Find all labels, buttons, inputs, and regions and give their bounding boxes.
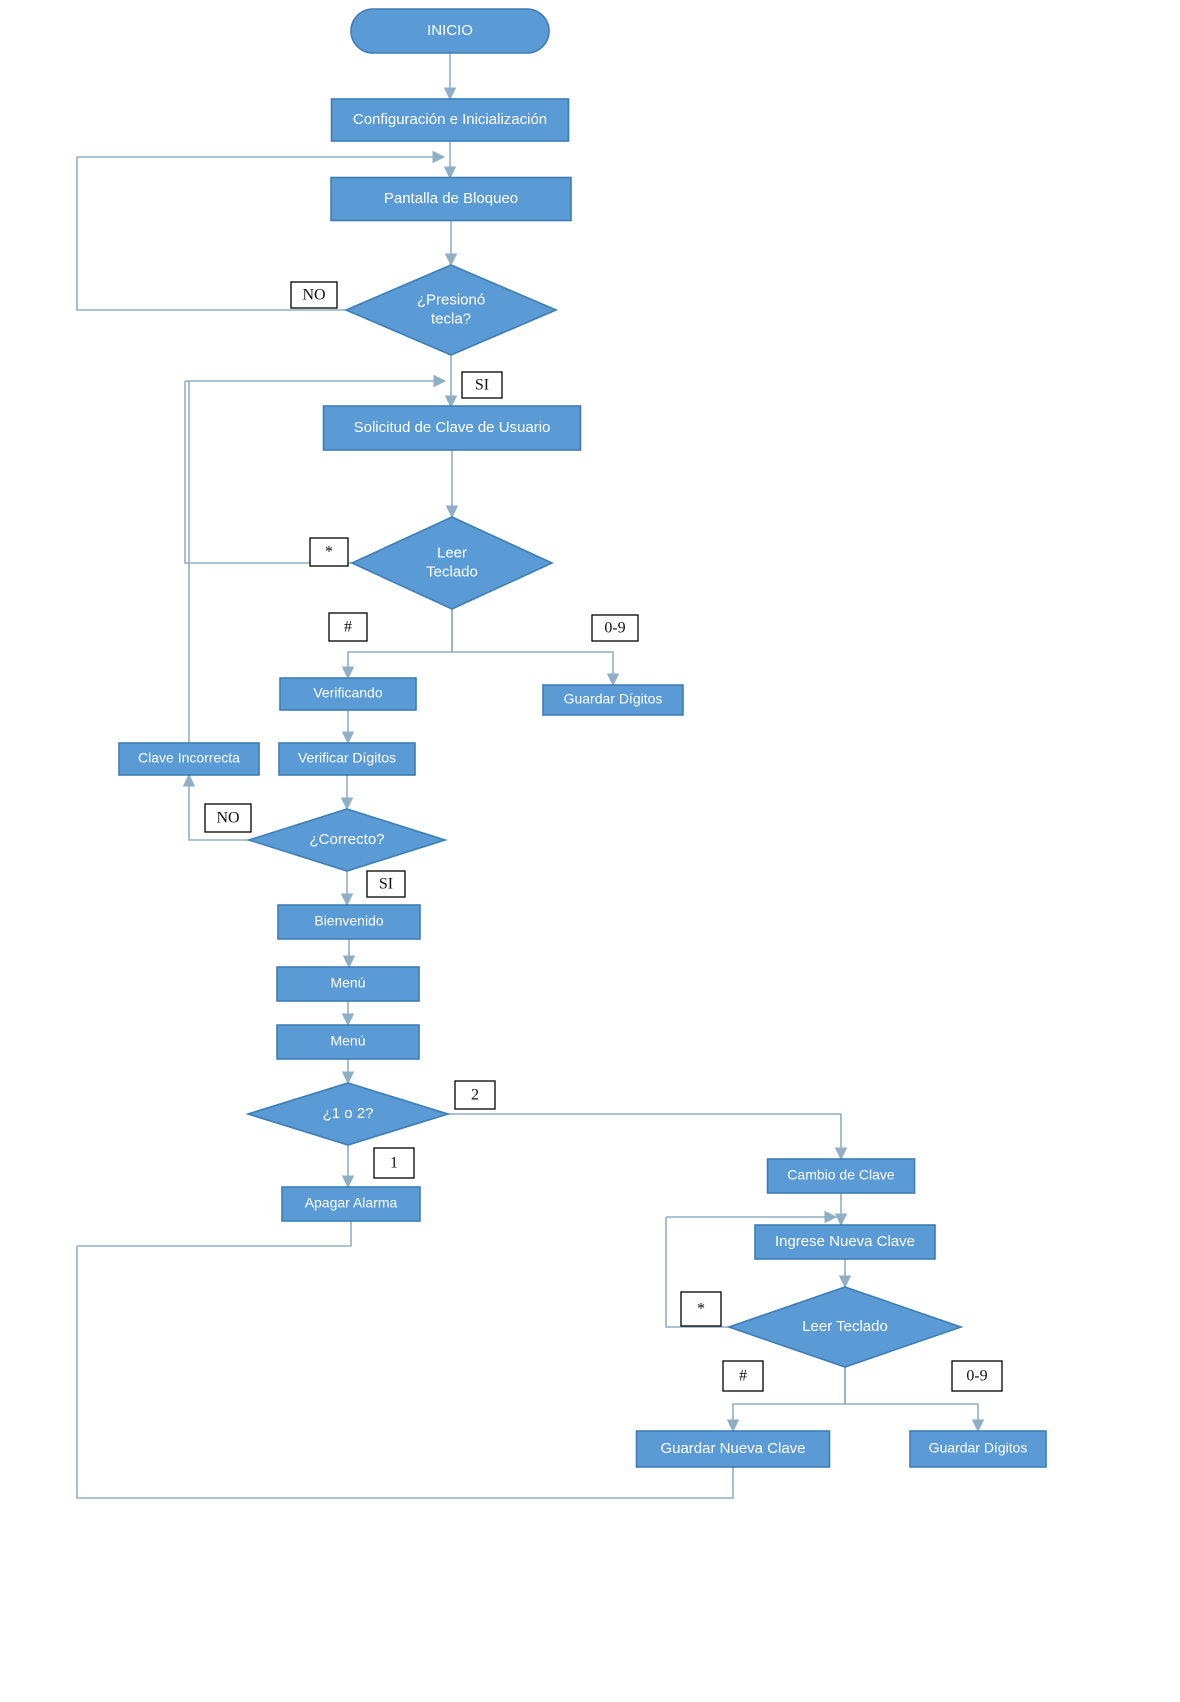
edge-label-hash-2: # (722, 1360, 764, 1392)
process-shape (542, 684, 684, 716)
edge-uno-o-dos-2 (448, 1113, 848, 1161)
node-verificar_digitos[interactable]: Verificar Dígitos (278, 742, 416, 776)
edge-label-opcion-1: 1 (373, 1147, 415, 1179)
edge-correcto-no (182, 773, 249, 841)
node-menu1[interactable]: Menú (276, 966, 420, 1002)
edges-layer (76, 53, 985, 1499)
edge-label-cero-nueve-1: 0-9 (591, 614, 639, 642)
node-solicitud[interactable]: Solicitud de Clave de Usuario (322, 405, 582, 451)
edge-leer1-digitos (451, 609, 620, 687)
edge-label-box (461, 371, 503, 399)
process-shape (277, 904, 421, 940)
edge-label-box (328, 612, 368, 642)
edge-label-cero-nueve-2: 0-9 (951, 1360, 1003, 1392)
process-shape (276, 966, 420, 1002)
process-shape (330, 98, 570, 142)
process-shape (278, 742, 416, 776)
node-bienvenido[interactable]: Bienvenido (277, 904, 421, 940)
node-menu2[interactable]: Menú (276, 1024, 420, 1060)
process-shape (322, 405, 582, 451)
process-shape (281, 1186, 421, 1222)
edge-label-box (951, 1360, 1003, 1392)
process-shape (909, 1430, 1047, 1468)
edge-label-asterisco-1: * (309, 537, 349, 567)
process-shape (766, 1158, 916, 1194)
node-pantalla[interactable]: Pantalla de Bloqueo (330, 176, 572, 222)
edge-label-opcion-2: 2 (454, 1080, 496, 1110)
edge-leer2-asterisco (665, 1217, 729, 1328)
edge-label-box (373, 1147, 415, 1179)
nodes-layer: INICIO Configuración e InicializaciónPant… (118, 8, 1047, 1468)
edge-label-si-presiono: SI (461, 371, 503, 399)
node-apagar_alarma[interactable]: Apagar Alarma (281, 1186, 421, 1222)
edge-label-hash-1: # (328, 612, 368, 642)
process-shape (279, 677, 417, 711)
node-guardar_dig_2[interactable]: Guardar Dígitos (909, 1430, 1047, 1468)
edge-label-no-correcto: NO (204, 803, 252, 833)
process-shape (330, 176, 572, 222)
node-config[interactable]: Configuración e Inicialización (330, 98, 570, 142)
node-correcto[interactable]: ¿Correcto? (246, 808, 448, 872)
process-shape (754, 1224, 936, 1260)
edge-label-si-correcto: SI (366, 870, 406, 898)
decision-shape (726, 1286, 964, 1368)
edge-label-no-presiono: NO (290, 281, 338, 309)
edge-label-box (591, 614, 639, 642)
node-uno_o_dos[interactable]: ¿1 o 2? (245, 1082, 451, 1146)
node-guardar_dig_1[interactable]: Guardar Dígitos (542, 684, 684, 716)
process-shape (635, 1430, 831, 1468)
node-verificando[interactable]: Verificando (279, 677, 417, 711)
edge-label-asterisco-2: * (680, 1291, 722, 1327)
edge-guardar-nueva-return (76, 1246, 734, 1499)
node-guardar_nueva[interactable]: Guardar Nueva Clave (635, 1430, 831, 1468)
edge-label-box (366, 870, 406, 898)
edge-presiono-no (76, 157, 346, 311)
process-shape (276, 1024, 420, 1060)
node-ingrese_nueva[interactable]: Ingrese Nueva Clave (754, 1224, 936, 1260)
node-cambio_clave[interactable]: Cambio de Clave (766, 1158, 916, 1194)
node-clave_incorrecta[interactable]: Clave Incorrecta (118, 742, 260, 776)
edge-label-box (309, 537, 349, 567)
edge-label-box (680, 1291, 722, 1327)
decision-shape (350, 516, 554, 610)
decision-shape (343, 264, 559, 356)
edge-label-box (204, 803, 252, 833)
edge-leer2-digitos (844, 1367, 985, 1433)
edge-label-box (290, 281, 338, 309)
edge-leer1-asterisco (184, 381, 352, 564)
node-leer2[interactable]: Leer Teclado (726, 1286, 964, 1368)
process-shape (118, 742, 260, 776)
edge-label-box (454, 1080, 496, 1110)
edge-apagar-return (77, 1221, 352, 1247)
decision-shape (245, 1082, 451, 1146)
terminator-shape (350, 8, 550, 54)
edge-label-box (722, 1360, 764, 1392)
node-inicio[interactable]: INICIO (350, 8, 550, 54)
decision-shape (246, 808, 448, 872)
